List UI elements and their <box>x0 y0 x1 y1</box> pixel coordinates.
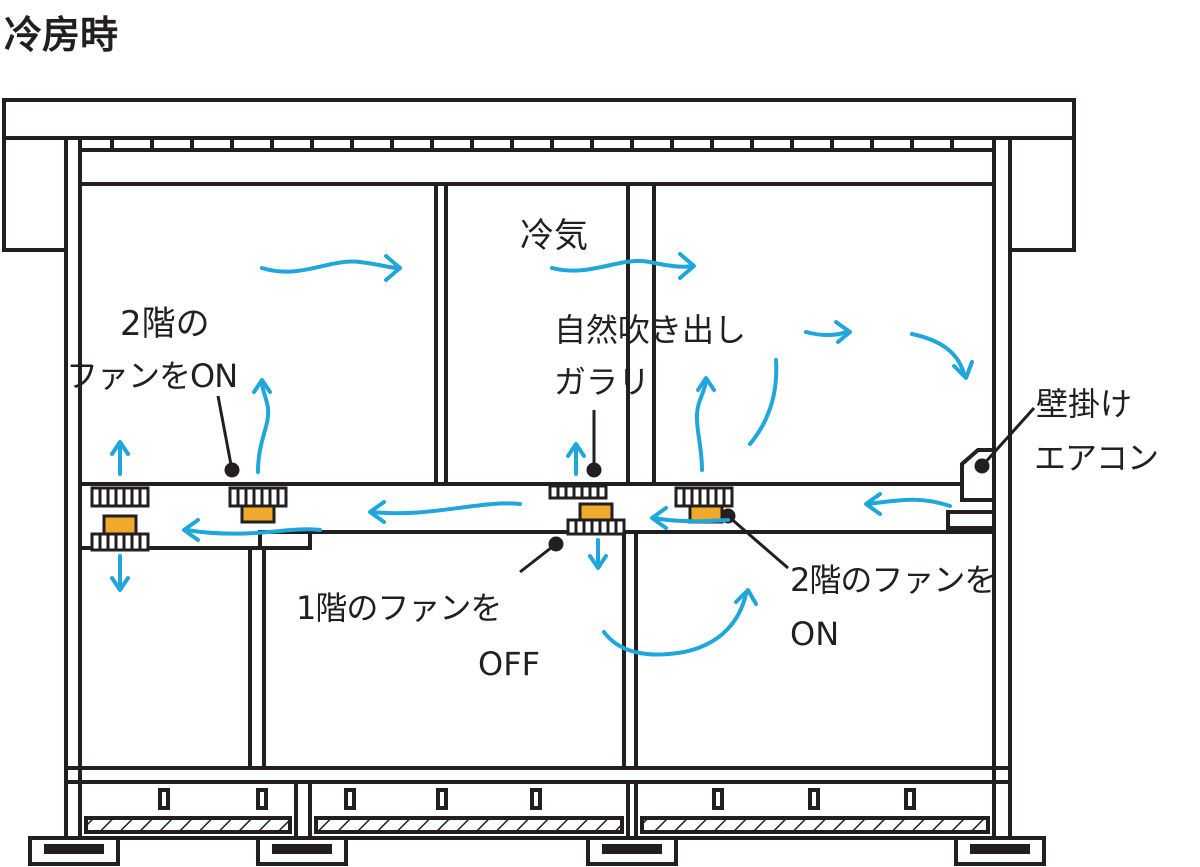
fan-left-lower <box>90 514 150 552</box>
airflow-arrow <box>370 501 522 516</box>
label-2f-fan-right-line2: ON <box>790 615 840 653</box>
floor-joist-right <box>640 816 990 834</box>
airflow-arrow <box>748 358 779 446</box>
label-natural-vent-line2: ガラリ <box>554 363 651 401</box>
lower-room-left <box>78 546 252 770</box>
airflow-arrow <box>694 378 708 472</box>
roof-slab <box>2 98 1076 140</box>
label-cool-air: 冷気 <box>520 216 588 256</box>
foundation <box>28 788 1046 866</box>
leader-lines <box>216 395 1036 574</box>
airflow-arrow <box>256 380 271 474</box>
outer-wall-right <box>992 136 1012 840</box>
grille-left-upper <box>90 486 150 508</box>
roof-rafters <box>110 138 954 150</box>
airflow-arrow <box>184 527 322 536</box>
airflow-arrow <box>550 259 694 273</box>
label-1f-fan-line2: OFF <box>478 645 540 683</box>
floor-joist-middle <box>314 816 624 834</box>
airflow-arrows <box>110 252 974 657</box>
airflow-arrow <box>910 332 966 376</box>
label-2f-fan-left-line1: 2階の <box>120 304 210 344</box>
fan-1f-center <box>566 502 626 536</box>
fans <box>90 484 734 552</box>
fan-2f-left <box>228 486 288 524</box>
right-eave <box>1008 136 1076 252</box>
label-aircon-line2: エアコン <box>1034 439 1159 477</box>
floor-joist-left <box>84 816 292 834</box>
airflow-arrow <box>602 592 748 657</box>
building-structure <box>2 98 1076 840</box>
label-natural-vent-line1: 自然吹き出し <box>554 311 747 349</box>
grille-center-upper <box>548 484 608 500</box>
label-2f-fan-left-line2: ファンをON <box>66 357 238 395</box>
lower-room-middle <box>262 530 626 770</box>
airflow-arrow <box>866 497 952 508</box>
label-aircon-line1: 壁掛け <box>1036 385 1133 423</box>
fan-2f-right <box>674 486 734 524</box>
left-eave <box>2 136 68 252</box>
diagram-title: 冷房時 <box>4 13 119 57</box>
label-2f-fan-right-line1: 2階のファンを <box>790 561 996 599</box>
airflow-arrow <box>652 516 730 524</box>
label-1f-fan-line1: 1階のファンを <box>296 589 502 627</box>
airflow-arrow <box>804 330 848 337</box>
airflow-arrow <box>260 259 400 274</box>
outer-wall-left <box>64 136 82 840</box>
